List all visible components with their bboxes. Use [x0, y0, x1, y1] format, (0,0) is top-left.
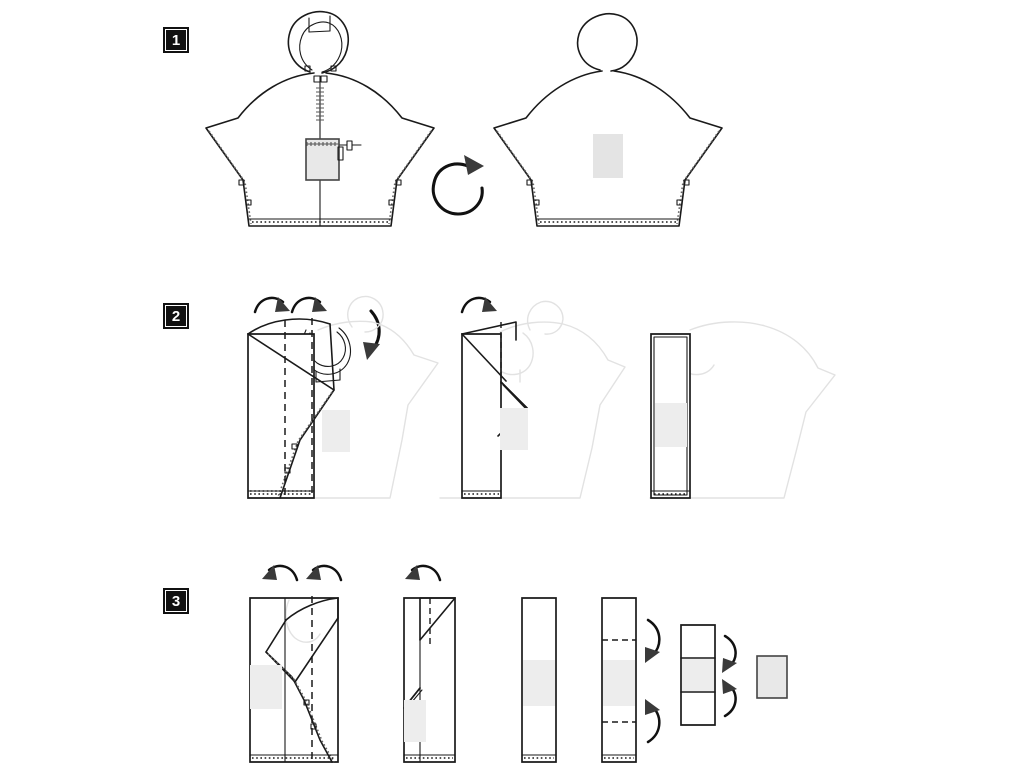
step3-strip: [521, 597, 557, 763]
step3-arrow-2: [306, 564, 343, 582]
step2-fold-c: [649, 321, 836, 499]
step3-arrow-top-fold: [645, 618, 661, 663]
step3-arrow-thirds-top: [722, 634, 737, 673]
step3-thirds-region: [677, 620, 721, 730]
step-badge-3-label: 3: [165, 590, 187, 612]
step1-pocket: [305, 138, 362, 181]
step1-back-view-region: [488, 10, 733, 250]
zipper-teeth: [316, 87, 324, 121]
step2-fold-c-region: [645, 310, 845, 510]
step3-strip-marked: [601, 597, 661, 763]
step2-fold-a: [247, 295, 439, 499]
step-badge-2-label: 2: [165, 305, 187, 327]
step1-front-view: [205, 10, 435, 227]
step3-final-packet-region: [753, 652, 793, 704]
step3-fold-a: [249, 596, 339, 763]
step1-front-view-region: [200, 10, 445, 250]
step-badge-3: 3: [163, 588, 189, 614]
step2-arrow-3: [363, 309, 381, 360]
step2-fold-b-region: [456, 310, 636, 510]
step1-back-view: [493, 13, 723, 227]
step3-arrow-thirds-bottom: [722, 679, 737, 718]
step2-arrow-1: [253, 296, 290, 314]
step2-arrow-4: [460, 296, 497, 314]
step2-fold-a-region: [244, 310, 444, 510]
step3-fold-a-region: [246, 592, 346, 768]
step3-fold-b-region: [400, 592, 460, 768]
step3-thirds: [680, 624, 737, 726]
step3-arrow-3: [405, 564, 442, 582]
step3-arrow-1: [262, 564, 299, 582]
step-badge-2: 2: [163, 303, 189, 329]
step3-strip-marked-region: [598, 592, 642, 768]
step-badge-1-label: 1: [165, 29, 187, 51]
step3-final-packet: [756, 655, 788, 699]
step3-fold-b: [403, 564, 456, 763]
step3-strip-region: [518, 592, 562, 768]
step1-rotate-arrow: [431, 155, 484, 216]
step2-fold-b: [439, 296, 626, 499]
step3-arrow-bottom-fold: [645, 699, 661, 744]
step-badge-1: 1: [163, 27, 189, 53]
step2-arrow-2: [290, 296, 327, 314]
